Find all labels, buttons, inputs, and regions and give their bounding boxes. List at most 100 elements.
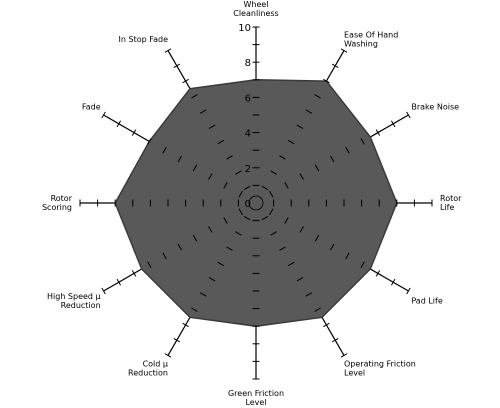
axis-tick bbox=[199, 109, 207, 114]
category-label-line: Rotor bbox=[440, 194, 462, 203]
axis-tick bbox=[279, 155, 286, 160]
axis-tick bbox=[375, 270, 381, 277]
data-point bbox=[140, 268, 143, 270]
data-layer bbox=[114, 79, 398, 328]
axis-tick bbox=[223, 217, 228, 224]
axis-tick bbox=[131, 270, 137, 277]
axis-tick bbox=[261, 185, 269, 190]
axis-tick bbox=[390, 120, 396, 128]
category-label-line: Pad Life bbox=[411, 297, 442, 306]
axis-tick bbox=[287, 261, 295, 267]
axis-tick bbox=[406, 111, 411, 119]
axis-tick bbox=[269, 208, 274, 216]
axis-tick bbox=[314, 94, 321, 99]
axis-tick bbox=[182, 78, 189, 84]
axis-tick bbox=[323, 322, 330, 328]
axis-tick bbox=[360, 138, 365, 145]
data-point bbox=[369, 136, 372, 138]
axis-tick bbox=[226, 246, 233, 251]
tick-label: 0 bbox=[245, 199, 251, 210]
data-point bbox=[189, 316, 191, 319]
axis-tick bbox=[390, 278, 396, 286]
axis-tick bbox=[296, 277, 304, 282]
axis-tick bbox=[208, 277, 216, 282]
axis-tick bbox=[238, 208, 243, 216]
axis-tick bbox=[323, 78, 330, 84]
tick-label: 4 bbox=[245, 129, 251, 140]
ticks-layer bbox=[79, 26, 433, 380]
category-label-line: Wheel bbox=[243, 0, 268, 9]
axis-tick bbox=[299, 226, 304, 233]
series-area bbox=[114, 79, 398, 327]
axis-tick bbox=[199, 292, 207, 297]
axis-tick bbox=[270, 231, 277, 236]
category-label-line: Reduction bbox=[128, 368, 168, 377]
axis-tick bbox=[314, 164, 320, 172]
axis-tick bbox=[182, 322, 189, 328]
axis-tick bbox=[223, 182, 228, 189]
axis-tick bbox=[305, 292, 313, 297]
tick-label: 6 bbox=[245, 93, 251, 104]
category-label-line: Life bbox=[440, 203, 454, 212]
axis-tick bbox=[331, 337, 339, 343]
axis-tick bbox=[208, 226, 213, 233]
category-label-line: Reduction bbox=[61, 301, 101, 310]
axis-tick bbox=[177, 155, 182, 163]
axis-tick bbox=[314, 307, 321, 312]
axis-tick bbox=[191, 94, 198, 99]
axis-tick bbox=[162, 146, 167, 154]
axis-tick bbox=[208, 124, 216, 129]
axis-tick bbox=[243, 216, 251, 221]
axis-tick bbox=[235, 231, 242, 236]
axis-tick bbox=[299, 173, 304, 180]
category-label: Pad Life bbox=[411, 297, 442, 306]
axis-tick bbox=[116, 120, 122, 128]
axis-tick bbox=[173, 63, 181, 69]
axis-tick bbox=[340, 353, 348, 358]
axis-tick bbox=[235, 170, 242, 175]
axis-tick bbox=[243, 185, 251, 190]
category-label-line: Ease Of Hand bbox=[344, 31, 398, 40]
axis-tick bbox=[284, 217, 289, 224]
category-label-line: Brake Noise bbox=[411, 103, 459, 112]
category-label-line: Green Friction bbox=[228, 389, 284, 398]
category-label-line: Cold μ bbox=[143, 359, 168, 368]
axis-tick bbox=[191, 307, 198, 312]
axis-tick bbox=[406, 287, 411, 295]
axis-tick bbox=[192, 164, 198, 172]
axis-tick bbox=[284, 182, 289, 189]
axis-tick bbox=[330, 243, 335, 251]
category-label: Fade bbox=[82, 103, 101, 112]
category-label-line: Level bbox=[245, 398, 266, 407]
category-label-line: Cleanliness bbox=[233, 9, 278, 18]
axis-tick bbox=[226, 155, 233, 160]
axis-tick bbox=[217, 139, 225, 145]
category-label-line: Operating Friction bbox=[344, 359, 416, 368]
axis-tick bbox=[261, 216, 269, 221]
category-label-line: Level bbox=[344, 368, 365, 377]
axis-tick bbox=[217, 261, 225, 267]
axis-tick bbox=[314, 234, 320, 242]
axis-tick bbox=[296, 124, 304, 129]
axis-tick bbox=[345, 252, 350, 260]
axis-tick bbox=[101, 287, 106, 295]
axis-tick bbox=[208, 173, 213, 180]
axis-tick bbox=[330, 155, 335, 163]
axis-tick bbox=[164, 48, 172, 53]
axis-tick bbox=[147, 138, 152, 145]
axis-tick bbox=[131, 129, 137, 136]
axis-tick bbox=[162, 252, 167, 260]
axis-tick bbox=[147, 261, 152, 268]
axis-tick bbox=[331, 63, 339, 69]
axis-tick bbox=[345, 146, 350, 154]
category-label: In Stop Fade bbox=[119, 35, 169, 44]
axis-tick bbox=[101, 111, 106, 119]
